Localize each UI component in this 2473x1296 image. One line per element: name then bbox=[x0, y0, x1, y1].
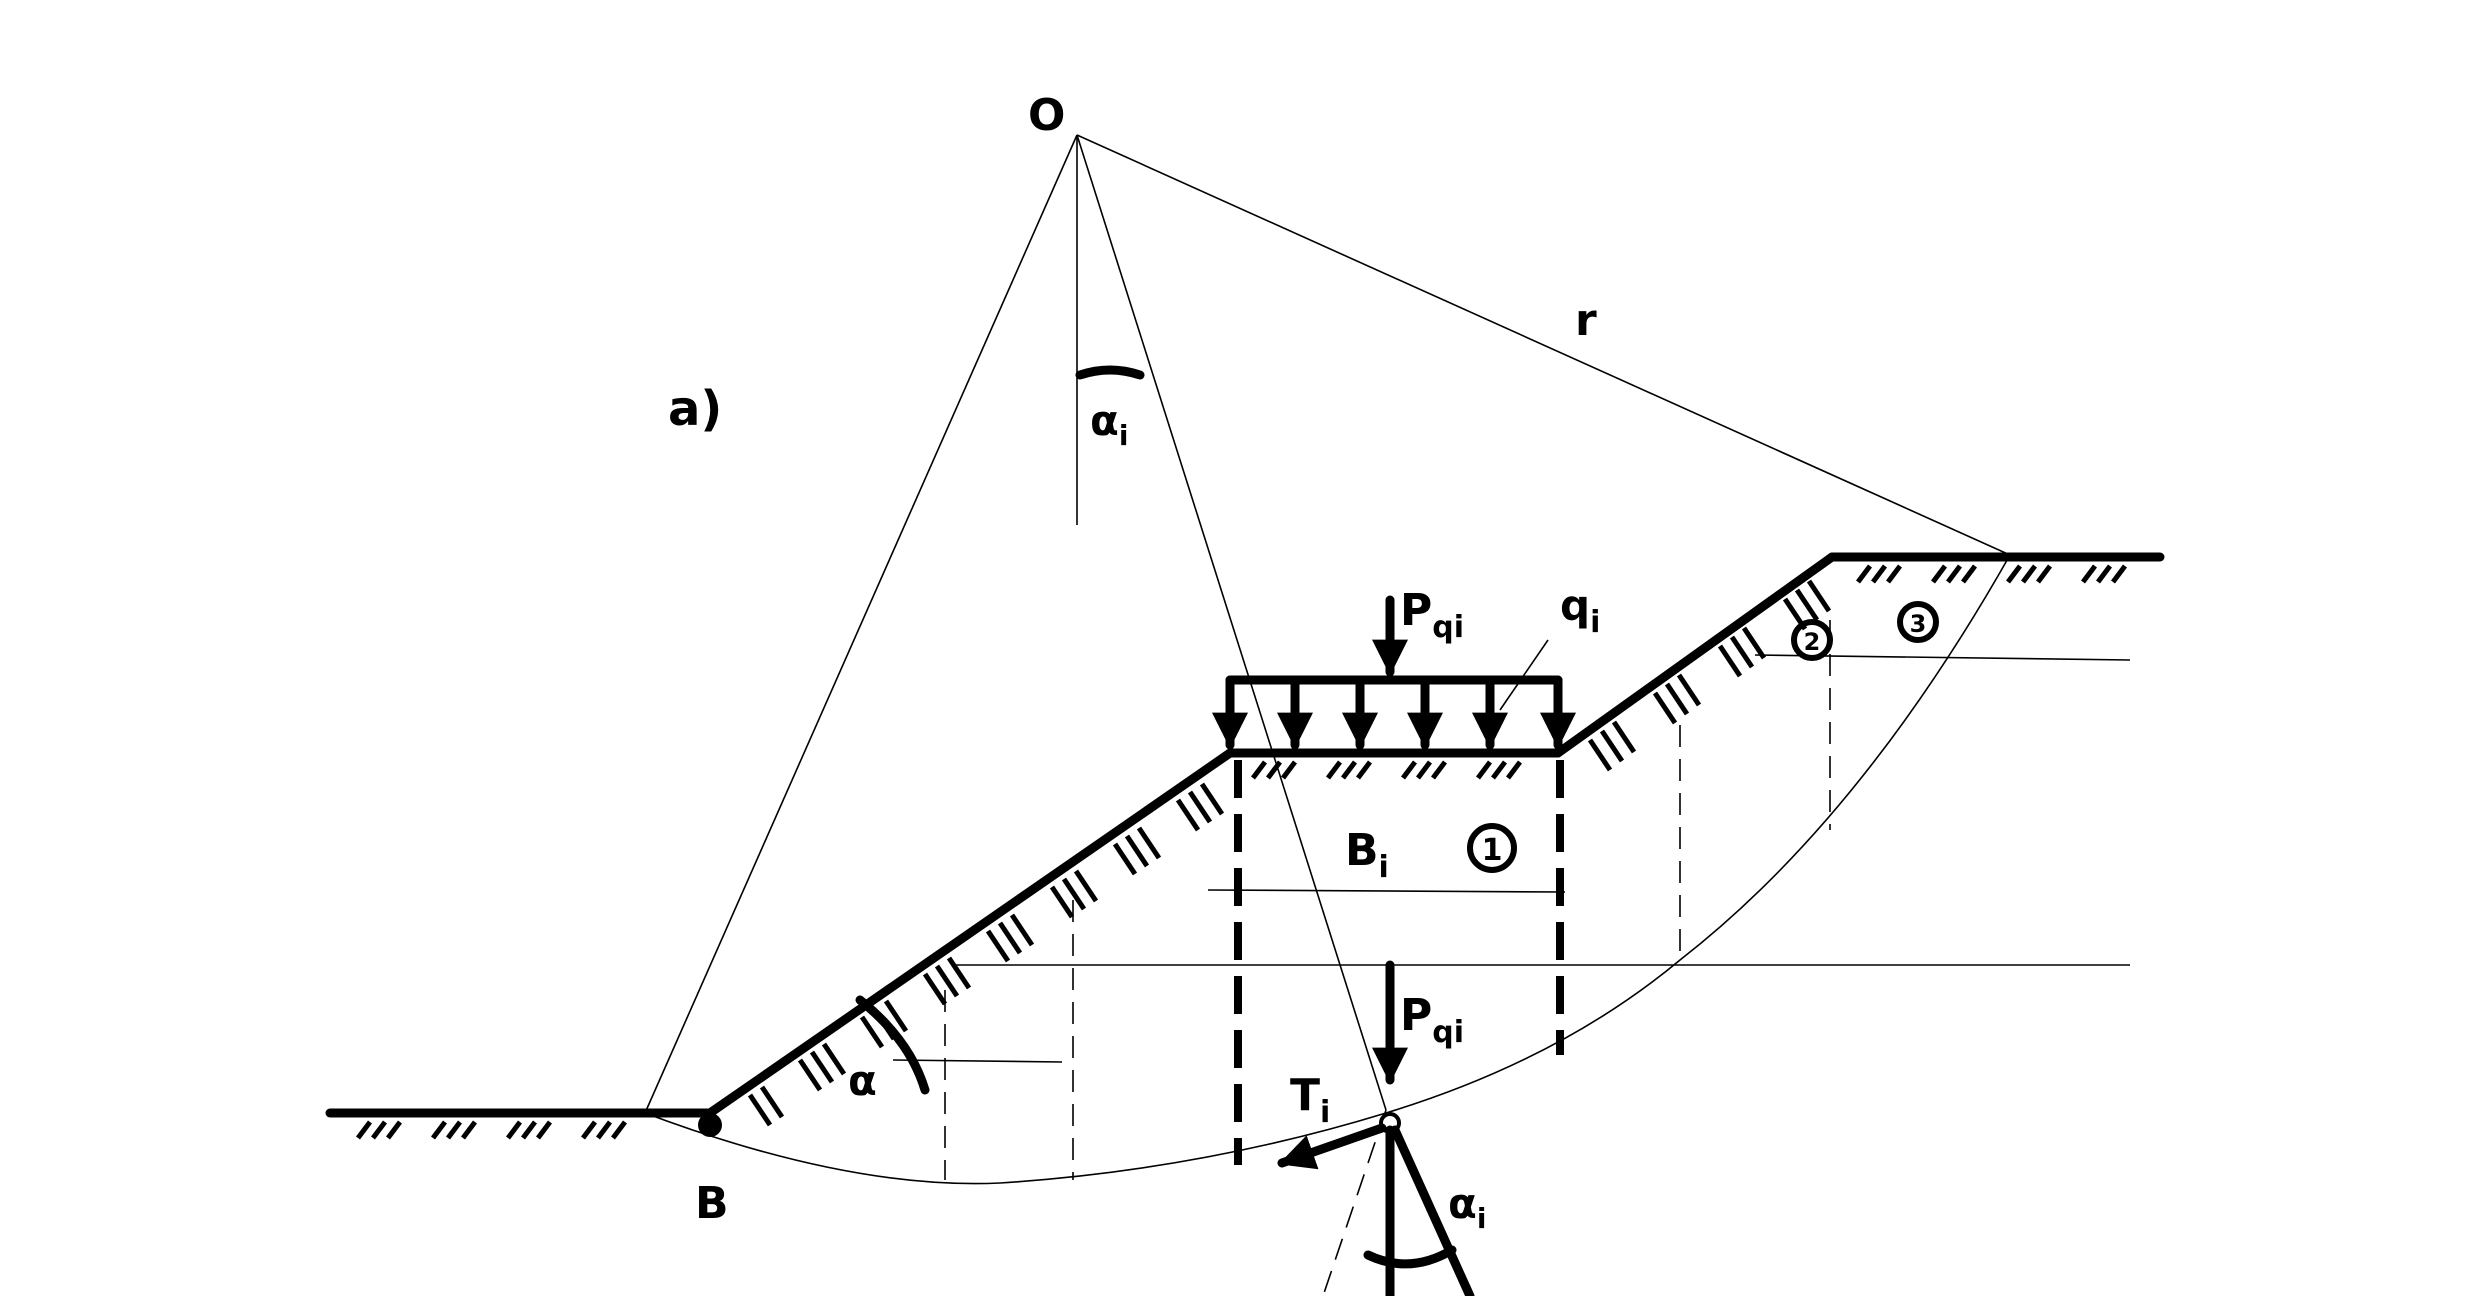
distributed-load-label: qi bbox=[1560, 581, 1600, 640]
load-bottom-label: Pqi bbox=[1400, 990, 1464, 1050]
angle-top-label: αi bbox=[1090, 396, 1128, 452]
svg-text:3: 3 bbox=[1910, 610, 1927, 638]
slip-surface-arc bbox=[644, 554, 2011, 1185]
load-top-label: Pqi bbox=[1400, 585, 1464, 645]
radial-lines bbox=[644, 134, 2011, 1296]
layer-marker-2: 2 bbox=[1791, 619, 1833, 661]
hinge-normal-line bbox=[1390, 1125, 1475, 1296]
angle-arc-top bbox=[1075, 365, 1145, 380]
part-label: a) bbox=[668, 381, 722, 437]
toe-label: B bbox=[695, 1178, 729, 1229]
upper-slope-line bbox=[1553, 552, 1837, 758]
load-leader-line bbox=[1499, 639, 1549, 711]
radius-to-slice-line bbox=[1076, 134, 1387, 1111]
shear-arrow bbox=[1277, 1123, 1387, 1170]
svg-text:2: 2 bbox=[1804, 628, 1821, 656]
radius-to-crest-line bbox=[1076, 134, 2011, 556]
labels: O r a) B αi αi α Pqi Pqi qi Bi Ti 1 2 3 bbox=[668, 90, 1939, 1235]
filled-dot-icon bbox=[698, 1113, 722, 1137]
ground-hatching bbox=[356, 564, 2127, 1140]
distributed-load bbox=[1212, 595, 1576, 750]
width-label: Bi bbox=[1345, 825, 1389, 885]
shear-label: Ti bbox=[1290, 1070, 1330, 1130]
svg-text:1: 1 bbox=[1482, 833, 1503, 868]
angle-arc-bottom bbox=[1363, 1245, 1457, 1269]
layer-marker-3: 3 bbox=[1897, 601, 1939, 643]
layer-marker-1: 1 bbox=[1467, 823, 1517, 873]
slope-angle-arc bbox=[855, 995, 930, 1095]
lower-slope-line bbox=[705, 748, 1235, 1118]
radius-label: r bbox=[1575, 295, 1597, 346]
radius-to-toe-line bbox=[644, 134, 1078, 1114]
angle-bottom-label: αi bbox=[1448, 1179, 1486, 1235]
center-label: O bbox=[1028, 90, 1065, 141]
slope-angle-label: α bbox=[848, 1056, 877, 1105]
slice-boundaries bbox=[944, 620, 1831, 1180]
ground-profile bbox=[325, 552, 2165, 1118]
